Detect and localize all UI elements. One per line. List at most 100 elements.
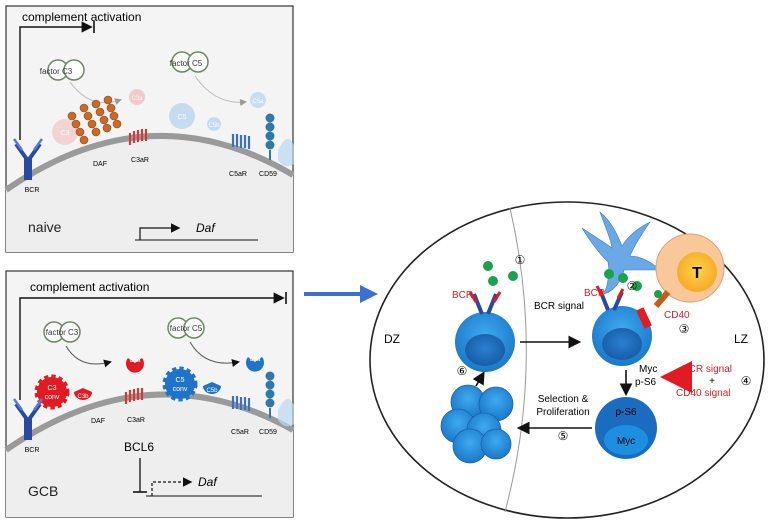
naive-factor-c3: factor C3 <box>40 59 85 81</box>
svg-text:factor C3: factor C3 <box>46 328 79 337</box>
svg-text:conv: conv <box>173 386 188 393</box>
svg-text:C5aR: C5aR <box>229 171 247 178</box>
naive-panel: complement activation factor C3 factor C… <box>4 5 295 253</box>
svg-text:C5: C5 <box>178 114 187 121</box>
svg-text:factor C5: factor C5 <box>170 59 203 68</box>
gc-signal-bcr: BCR signal <box>682 364 732 375</box>
gcb-c3a: C3a <box>126 358 144 373</box>
gcb-c5a: C5a <box>246 357 264 372</box>
gcb-c3ar: C3aR <box>124 388 145 424</box>
gcb-bcl6-label: BCL6 <box>124 440 154 454</box>
dz-label: DZ <box>384 332 400 346</box>
svg-text:p-S6: p-S6 <box>615 407 637 418</box>
gcb-membrane <box>4 391 295 453</box>
gcb-c3b: C3b <box>74 388 92 400</box>
gcb-gene-label: Daf <box>198 475 218 489</box>
naive-bcr: BCR <box>12 138 44 194</box>
gc-cell-bcr <box>455 261 518 372</box>
svg-text:CD59: CD59 <box>259 171 277 178</box>
gc-bcr-signal: BCR signal <box>534 301 584 312</box>
svg-text:DAF: DAF <box>93 161 107 168</box>
gc-cd40-label: CD40 <box>664 310 690 321</box>
gc-step-2: ② <box>627 279 638 293</box>
gc-selection-1: Selection & <box>538 394 589 405</box>
naive-c5-convertase: C5 <box>169 103 195 129</box>
naive-c3a: C3a <box>129 89 145 105</box>
gc-cell-cd40 <box>592 269 652 366</box>
gcb-c5-arrow <box>189 341 240 368</box>
svg-text:T: T <box>692 265 702 282</box>
naive-activation-arrow <box>19 21 93 140</box>
svg-text:C5b: C5b <box>206 388 218 394</box>
gc-cell-selected: p-S6 Myc <box>595 397 657 459</box>
naive-cytoplasm <box>6 135 293 252</box>
gcb-state-label: GCB <box>28 483 58 499</box>
gcb-cytoplasm <box>6 394 293 517</box>
gcb-c3-convertase: C3 conv <box>34 374 70 410</box>
lz-label: LZ <box>734 332 748 346</box>
svg-text:BCR: BCR <box>25 447 40 454</box>
gcb-c5-convertase: C5 conv <box>162 366 198 402</box>
gc-step-1: ① <box>515 253 526 267</box>
svg-text:C5b: C5b <box>208 123 220 129</box>
gc-myc-label: Myc <box>639 364 657 375</box>
gc-ps6-label: p-S6 <box>635 377 657 388</box>
naive-factor-c5: factor C5 <box>170 51 209 73</box>
gc-proliferating-cluster <box>440 384 514 464</box>
svg-text:C5a: C5a <box>252 99 264 105</box>
naive-daf-promoter <box>139 223 181 240</box>
gcb-factor-c3: factor C3 <box>43 321 81 343</box>
svg-text:C5: C5 <box>176 377 185 384</box>
gcb-title: complement activation <box>30 280 149 294</box>
svg-text:C3a: C3a <box>131 96 143 102</box>
naive-daf: DAF <box>67 95 122 168</box>
naive-state-label: naive <box>28 219 62 235</box>
naive-membrane <box>4 132 295 193</box>
gc-signal-plus: + <box>709 376 715 387</box>
gc-t-cell: T <box>653 233 725 308</box>
gcb-bcr: BCR <box>12 398 44 454</box>
svg-text:CD59: CD59 <box>259 429 277 436</box>
gcb-cd59: CD59 <box>259 371 277 436</box>
naive-c3-convertase: C3 <box>52 119 78 145</box>
svg-text:C3aR: C3aR <box>131 157 149 164</box>
svg-text:factor C3: factor C3 <box>40 67 73 76</box>
svg-text:C3aR: C3aR <box>127 417 145 424</box>
gcb-c5ar: C5aR <box>231 396 251 436</box>
gcb-mac-complex <box>278 398 294 427</box>
panel-connector-arrowhead <box>360 285 378 303</box>
gc-arrow-5-1 <box>472 371 485 387</box>
svg-text:C3: C3 <box>61 130 70 137</box>
gc-bcr-right: BCR <box>584 288 605 299</box>
germinal-center: DZ LZ ① BCR BCR signal <box>369 201 765 519</box>
naive-c3ar: C3aR <box>128 129 149 164</box>
svg-text:C3: C3 <box>48 385 57 392</box>
dz-lz-boundary <box>504 207 527 513</box>
svg-text:conv: conv <box>45 394 60 401</box>
gc-step-6: ⑥ <box>457 364 468 378</box>
gcb-activation-arrow <box>19 292 285 400</box>
naive-c5ar: C5aR <box>229 134 251 178</box>
naive-c5a: C5a <box>250 92 266 108</box>
naive-cd59: CD59 <box>259 113 277 178</box>
gc-signal-cd40: CD40 signal <box>676 388 730 399</box>
naive-c5b: C5b <box>207 117 221 131</box>
gcb-factor-c5: factor C5 <box>167 317 205 339</box>
naive-mac-complex <box>278 138 294 167</box>
svg-text:BCR: BCR <box>25 187 40 194</box>
gc-bcr-left: BCR <box>452 290 473 301</box>
naive-gene-label: Daf <box>196 221 216 235</box>
svg-text:factor C5: factor C5 <box>170 324 203 333</box>
gcb-daf-label: DAF <box>91 418 105 425</box>
svg-text:C3a: C3a <box>129 358 141 364</box>
gc-step-3: ③ <box>679 322 690 336</box>
gcb-c5b: C5b <box>203 382 221 394</box>
naive-title: complement activation <box>22 10 141 24</box>
gc-step-5: ⑤ <box>558 429 569 443</box>
svg-text:C5aR: C5aR <box>231 429 249 436</box>
gcb-c3-arrow <box>65 345 112 368</box>
gc-selection-2: Proliferation <box>536 407 589 418</box>
svg-text:C5a: C5a <box>249 357 261 363</box>
naive-c3-arrow <box>69 81 122 105</box>
